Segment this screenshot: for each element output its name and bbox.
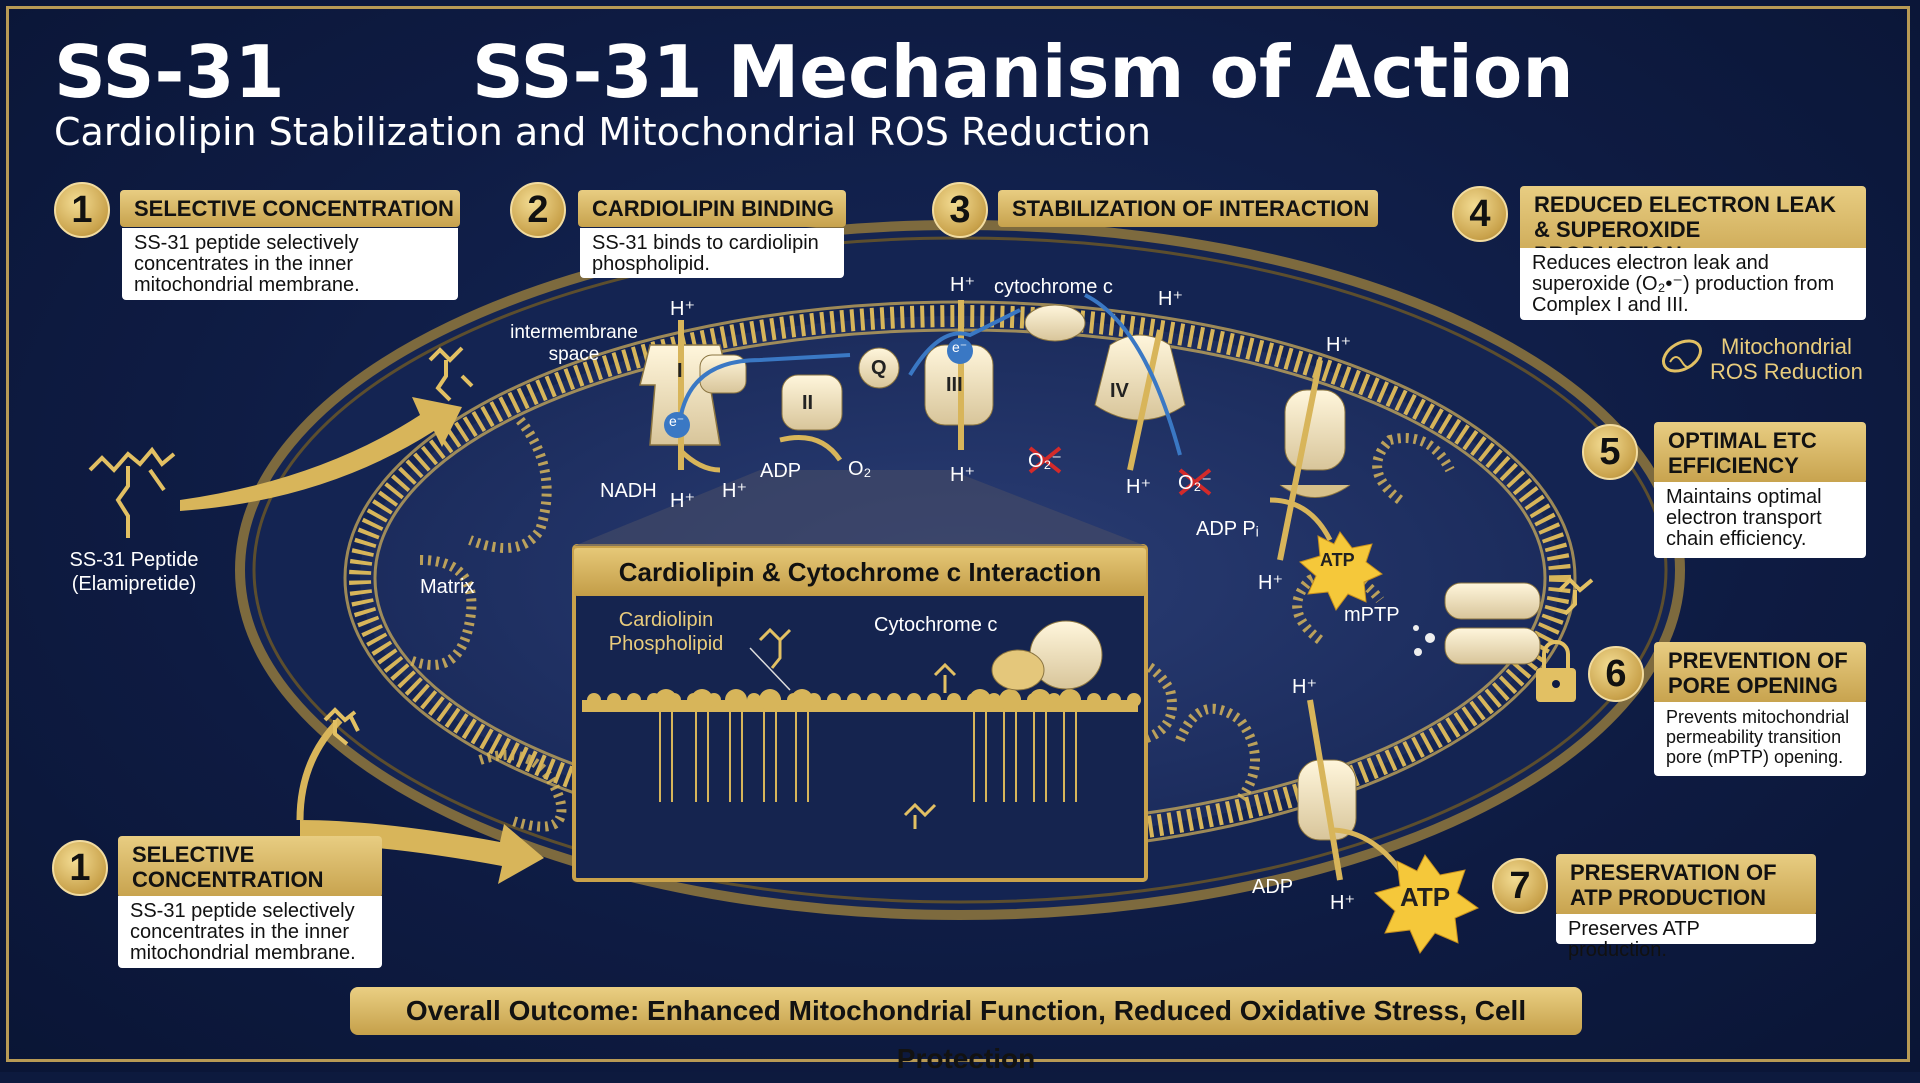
step-1b-desc: SS-31 peptide selectively concentrates i…	[118, 896, 382, 968]
o2-label: O₂	[848, 458, 872, 480]
ims-label: intermembrane space	[510, 322, 638, 365]
atp-star-lower	[1373, 854, 1480, 954]
mptp-pore	[1413, 582, 1541, 665]
proton-arrows	[678, 300, 1343, 881]
step-6-desc: Prevents mitochondrial permeability tran…	[1654, 702, 1866, 776]
cytochrome-c-protein	[1024, 304, 1086, 342]
adp-pi-label: ADP Pᵢ	[1196, 518, 1259, 540]
proton-label: H⁺	[950, 274, 975, 296]
mitochondrial-ros-label: Mitochondrial ROS Reduction	[1710, 334, 1863, 384]
electron-label-1: e⁻	[669, 413, 685, 429]
flow-arrows	[678, 435, 1402, 872]
step-6-title: PREVENTION OF PORE OPENING	[1654, 642, 1866, 704]
complex-IV-label: IV	[1110, 380, 1129, 402]
adp-label-2: ADP	[1252, 876, 1294, 898]
ubiquinone	[858, 347, 900, 389]
complex-II-label: II	[802, 392, 814, 414]
step-2-number: 2	[510, 182, 566, 238]
short-title: SS-31	[54, 30, 285, 114]
atp-label-lower: ATP	[1400, 882, 1451, 912]
step-2-desc: SS-31 binds to cardiolipin phospholipid.	[580, 228, 844, 278]
inset-cytochrome-c	[991, 620, 1103, 691]
step-1-title: SELECTIVE CONCENTRATION	[120, 190, 460, 227]
matrix-label: Matrix	[420, 576, 475, 598]
cardiolipin-label: Cardiolipin Phospholipid	[608, 609, 724, 655]
adp-label-1: ADP	[760, 460, 802, 482]
proton-label: H⁺	[1330, 892, 1355, 914]
step-7-desc: Preserves ATP production.	[1556, 914, 1816, 961]
atp-label-upper: ATP	[1320, 550, 1355, 570]
peptide-molecules	[88, 346, 1594, 746]
step-7-title: PRESERVATION OF ATP PRODUCTION	[1556, 854, 1816, 916]
complex-I	[639, 344, 747, 446]
step-1-desc: SS-31 peptide selectively concentrates i…	[122, 228, 458, 300]
superoxide-label-1: O₂⁻	[1028, 450, 1062, 472]
proton-label: H⁺	[1258, 572, 1283, 594]
proton-label: H⁺	[950, 464, 975, 486]
proton-label: H⁺	[670, 490, 695, 512]
step-6-number: 6	[1588, 646, 1644, 702]
page-subtitle: Cardiolipin Stabilization and Mitochondr…	[54, 110, 1151, 154]
mitochondria-icon	[1662, 339, 1702, 373]
step-4-desc: Reduces electron leak and superoxide (O₂…	[1520, 248, 1866, 320]
complex-II	[781, 374, 843, 431]
superoxide-crosses	[1028, 446, 1212, 496]
entry-arrow-upper	[180, 397, 462, 511]
peptide-label: SS-31 Peptide (Elamipretide)	[69, 549, 199, 595]
step-3-number: 3	[932, 182, 988, 238]
step-3-title: STABILIZATION OF INTERACTION	[998, 190, 1378, 227]
complex-I-label: I	[677, 360, 683, 382]
atp-star-upper	[1298, 531, 1383, 611]
mptp-label: mPTP	[1344, 604, 1400, 626]
step-4-number: 4	[1452, 186, 1508, 242]
step-1-number: 1	[54, 182, 110, 238]
step-7-number: 7	[1492, 858, 1548, 914]
cytochrome-c-inset-label: Cytochrome c	[874, 614, 998, 636]
inset-bilayer	[582, 689, 1141, 802]
proton-label: H⁺	[1292, 676, 1317, 698]
inset-peptides	[758, 627, 957, 829]
step-5-number: 5	[1582, 424, 1638, 480]
proton-label: H⁺	[670, 298, 695, 320]
cytochrome-c-label: cytochrome c	[994, 276, 1113, 298]
proton-label: H⁺	[1158, 288, 1183, 310]
proton-label: H⁺	[1126, 476, 1151, 498]
q-label: Q	[871, 357, 887, 379]
step-1b-title: SELECTIVE CONCENTRATION	[118, 836, 382, 898]
step-5-title: OPTIMAL ETC EFFICIENCY	[1654, 422, 1866, 484]
nadh-label: NADH	[600, 480, 657, 502]
page-title: SS-31 Mechanism of Action	[472, 30, 1574, 114]
superoxide-label-2: O₂⁻	[1178, 472, 1212, 494]
proton-label: H⁺	[722, 480, 747, 502]
proton-label: H⁺	[1326, 334, 1351, 356]
lock-icon	[1536, 640, 1576, 702]
electron-path	[678, 293, 1182, 456]
overall-outcome-banner: Overall Outcome: Enhanced Mitochondrial …	[350, 987, 1582, 1074]
inset-title: Cardiolipin & Cytochrome c Interaction	[574, 548, 1146, 596]
step-5-desc: Maintains optimal electron transport cha…	[1654, 482, 1866, 558]
complex-III-label: III	[946, 374, 963, 396]
step-2-title: CARDIOLIPIN BINDING	[578, 190, 846, 227]
step-1b-number: 1	[52, 840, 108, 896]
electron-label-2: e⁻	[952, 339, 968, 355]
outer-frame	[6, 6, 1910, 1062]
